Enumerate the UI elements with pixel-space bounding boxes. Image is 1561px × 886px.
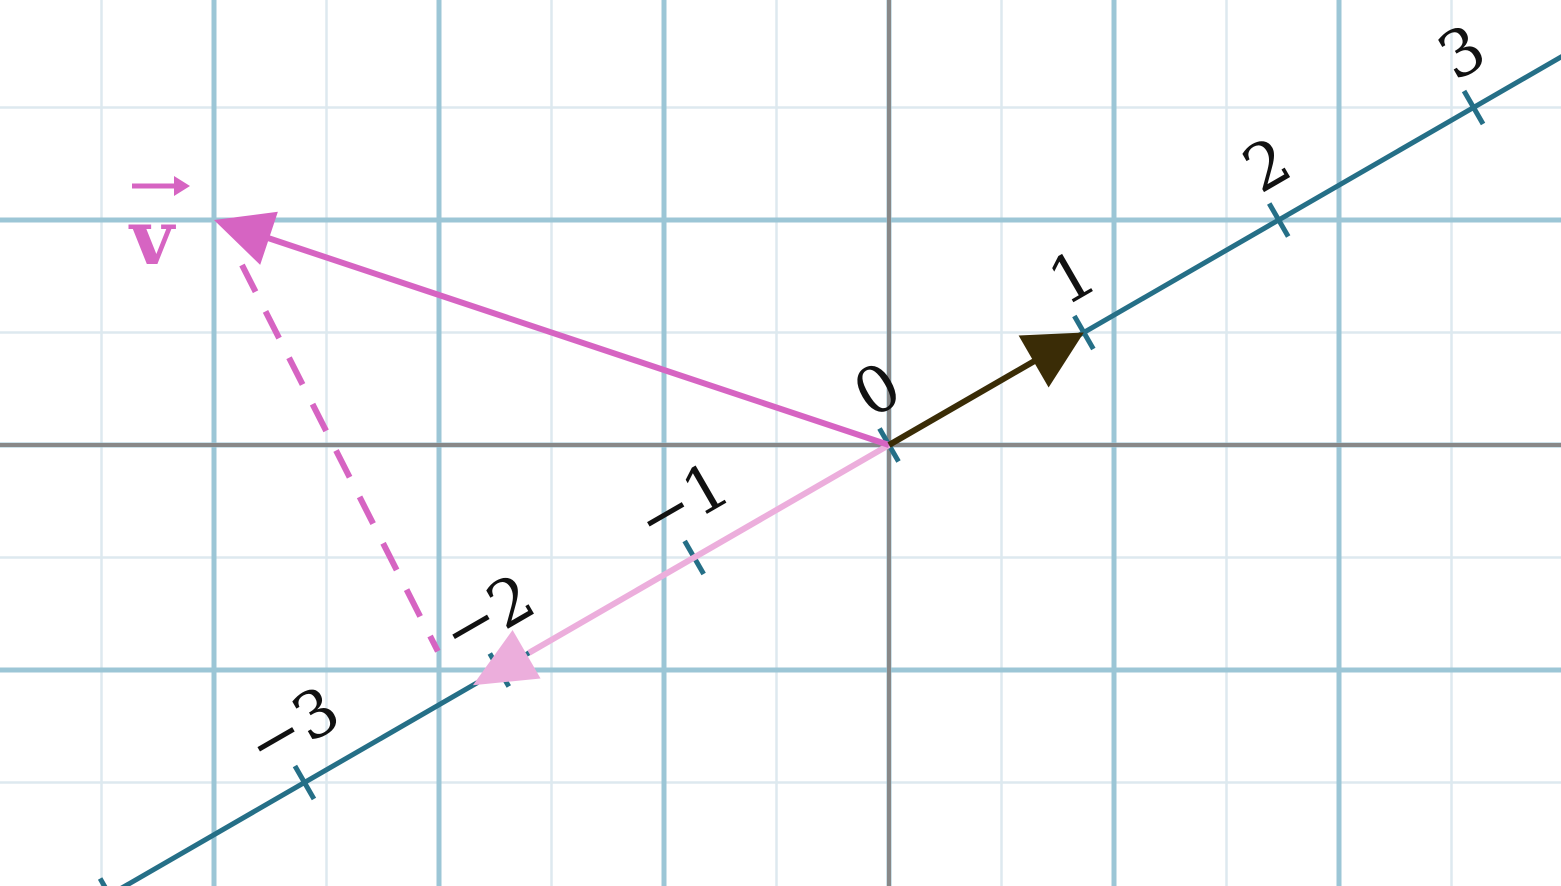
vector-v-arrowhead bbox=[214, 211, 278, 265]
number-line-tick bbox=[97, 877, 108, 886]
number-line-tick bbox=[1461, 89, 1486, 126]
projection-dashed-line bbox=[239, 263, 441, 653]
vector-v bbox=[267, 235, 890, 448]
vector-v-label: v bbox=[128, 193, 177, 282]
label-2: 2 bbox=[1231, 124, 1303, 208]
vector-arrow-accent-head bbox=[174, 176, 190, 196]
label-3: 3 bbox=[1426, 11, 1498, 95]
number-line-tick bbox=[1267, 202, 1291, 238]
label-1: 1 bbox=[1036, 236, 1108, 320]
projection-arrowhead bbox=[472, 630, 541, 686]
vectors bbox=[214, 211, 1084, 686]
unit-vector bbox=[887, 358, 1037, 448]
number-line-tick bbox=[292, 764, 317, 801]
projection-vector bbox=[527, 442, 891, 656]
unit-vector-arrowhead bbox=[1018, 332, 1084, 388]
label-0: 0 bbox=[842, 349, 914, 433]
